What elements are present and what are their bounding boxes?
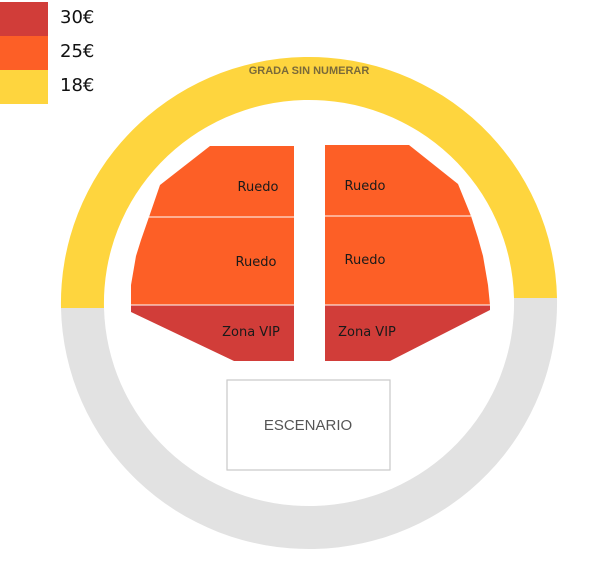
- label-vip-right: Zona VIP: [338, 325, 396, 340]
- section-vip-right[interactable]: [325, 305, 490, 361]
- legend-item-18: 18€: [0, 70, 120, 104]
- label-vip-left: Zona VIP: [222, 325, 280, 340]
- legend-item-30: 30€: [0, 2, 120, 36]
- label-ruedo-top-left: Ruedo: [238, 180, 279, 195]
- legend-label-30: 30€: [60, 7, 95, 28]
- legend-label-18: 18€: [60, 75, 95, 96]
- unavailable-ring: [61, 298, 558, 550]
- label-ruedo-top-right: Ruedo: [345, 179, 386, 194]
- legend-swatch-18: [0, 70, 48, 104]
- legend-item-25: 25€: [0, 36, 120, 70]
- legend-label-25: 25€: [60, 41, 95, 62]
- section-ruedo-top-right[interactable]: [325, 145, 471, 216]
- stage-label: ESCENARIO: [264, 417, 352, 434]
- label-ruedo-mid-left: Ruedo: [236, 255, 277, 270]
- section-ruedo-mid-left[interactable]: [131, 217, 294, 305]
- legend-swatch-25: [0, 36, 48, 70]
- section-vip-left[interactable]: [131, 305, 294, 361]
- section-ruedo-top-left[interactable]: [149, 146, 294, 217]
- stage: [226, 379, 391, 471]
- label-ruedo-mid-right: Ruedo: [345, 253, 386, 268]
- ring-label: GRADA SIN NUMERAR: [249, 65, 370, 77]
- grada-sin-numerar-ring[interactable]: [60, 56, 557, 309]
- legend-swatch-30: [0, 2, 48, 36]
- section-ruedo-mid-right[interactable]: [325, 216, 490, 305]
